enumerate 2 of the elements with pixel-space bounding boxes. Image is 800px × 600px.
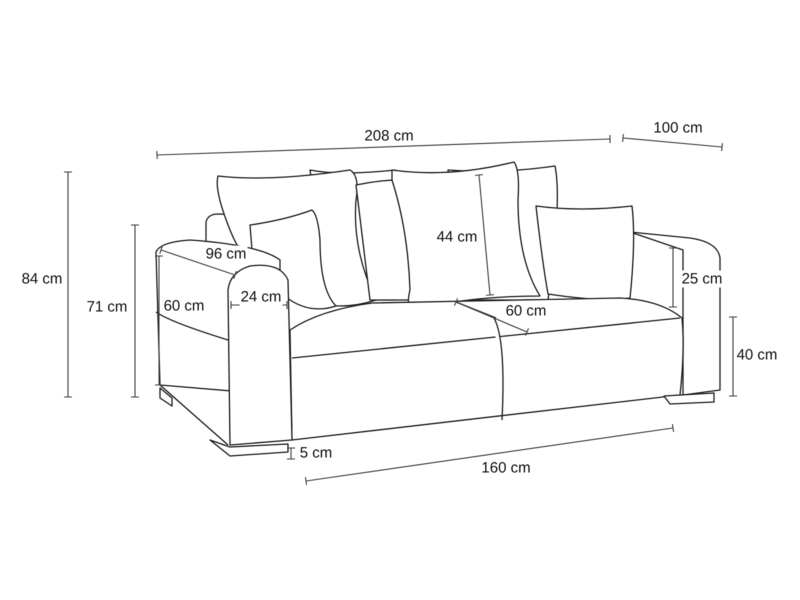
dimension-label: 24 cm [240,288,282,306]
dimension-label: 25 cm [680,270,724,288]
